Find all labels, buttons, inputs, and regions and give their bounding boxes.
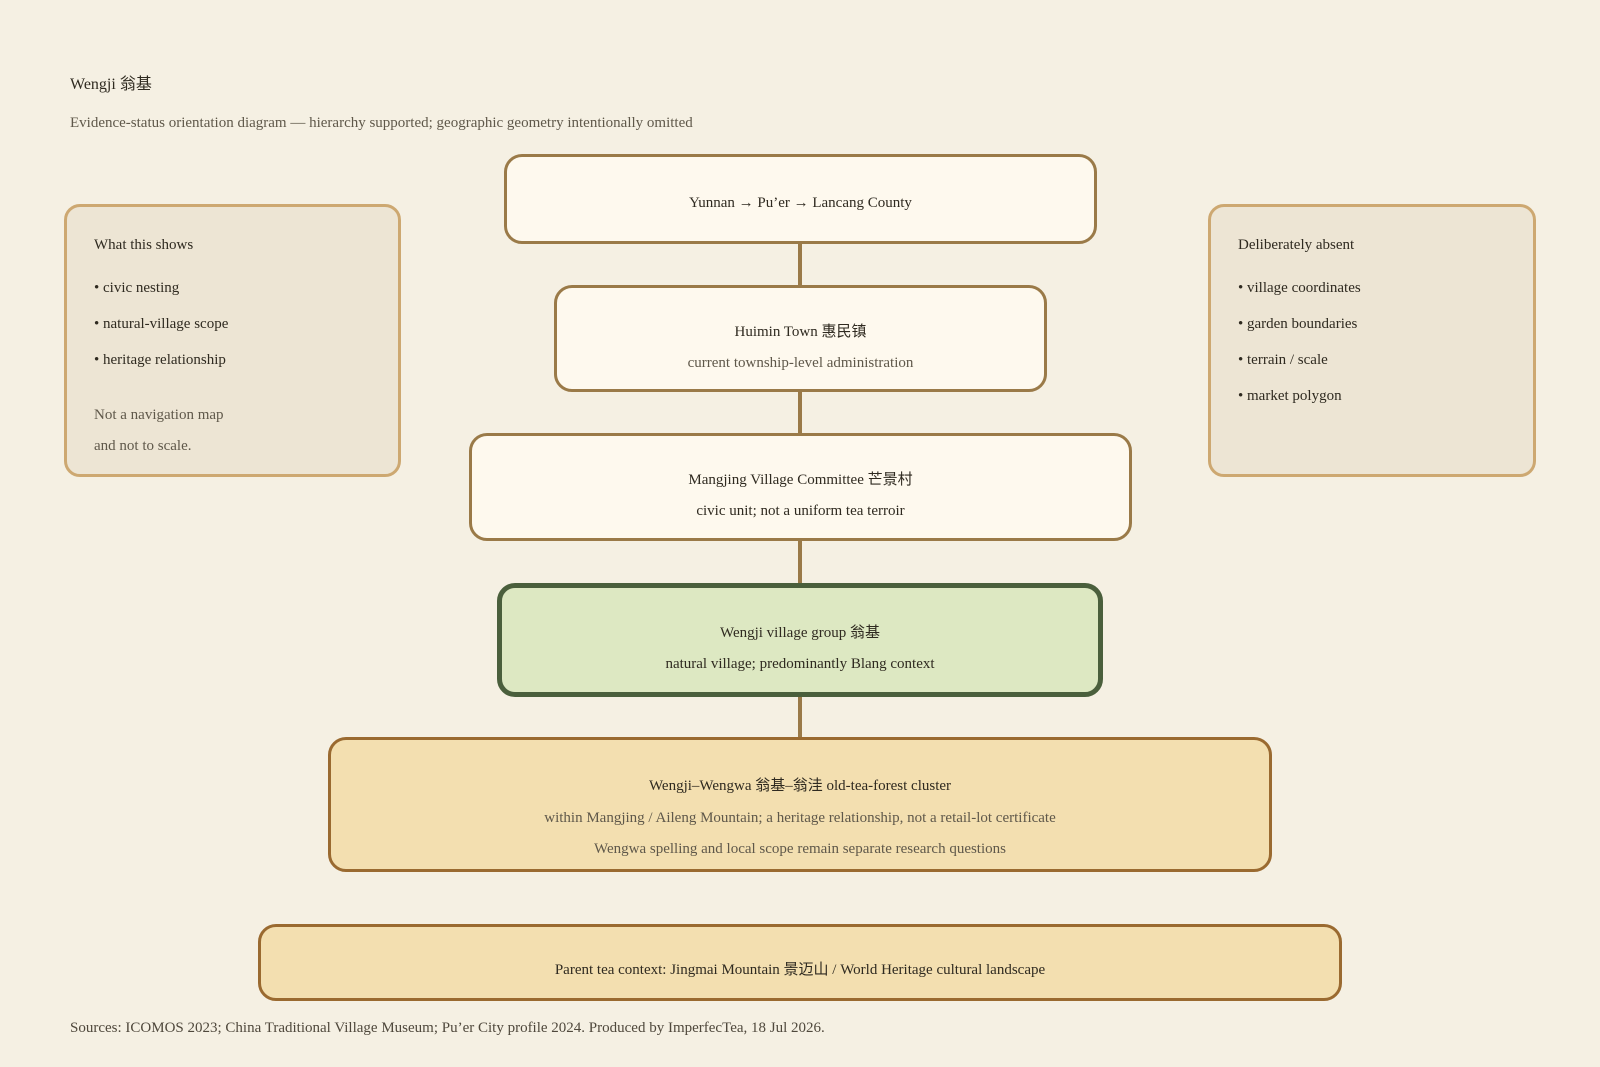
cluster-note-2: Wengwa spelling and local scope remain s… (594, 841, 1006, 857)
shows-heading: What this shows (94, 237, 194, 253)
shows-note: Not a navigation map (94, 407, 224, 423)
town-label: Huimin Town 惠民镇 (734, 324, 867, 340)
absent-item: • terrain / scale (1238, 352, 1328, 368)
shows-note: and not to scale. (94, 438, 192, 454)
committee-box: Mangjing Village Committee 芒景村 civic uni… (469, 433, 1132, 541)
committee-note: civic unit; not a uniform tea terroir (696, 503, 905, 519)
sources-footer: Sources: ICOMOS 2023; China Traditional … (70, 1020, 825, 1036)
shows-item: • natural-village scope (94, 316, 229, 332)
absent-item: • garden boundaries (1238, 316, 1358, 332)
cluster-note-1: within Mangjing / Aileng Mountain; a her… (544, 810, 1056, 826)
diagram-title: Wengji 翁基 (70, 76, 152, 93)
deliberately-absent-panel: Deliberately absent • village coordinate… (1208, 204, 1536, 477)
connector-committee-village (798, 539, 802, 585)
connector-village-cluster (798, 694, 802, 739)
village-label: Wengji village group 翁基 (719, 625, 880, 641)
town-box: Huimin Town 惠民镇 current township-level a… (554, 285, 1047, 392)
connector-province-town (798, 241, 802, 285)
absent-item: • village coordinates (1238, 280, 1361, 296)
connector-town-committee (798, 391, 802, 435)
cluster-box: Wengji–Wengwa 翁基–翁洼 old-tea-forest clust… (328, 737, 1272, 872)
absent-item: • market polygon (1238, 388, 1342, 404)
village-box: Wengji village group 翁基 natural village;… (497, 583, 1103, 697)
parent-context-label: Parent tea context: Jingmai Mountain 景迈山… (554, 962, 1046, 978)
what-this-shows-panel: What this shows • civic nesting • natura… (64, 204, 401, 477)
shows-item: • civic nesting (94, 280, 180, 296)
cluster-label: Wengji–Wengwa 翁基–翁洼 old-tea-forest clust… (648, 778, 952, 794)
absent-heading: Deliberately absent (1238, 237, 1355, 253)
town-note: current township-level administration (687, 355, 914, 371)
village-note: natural village; predominantly Blang con… (665, 656, 935, 672)
province-box: Yunnan → Pu’er → Lancang County (504, 154, 1097, 244)
diagram-subtitle: Evidence-status orientation diagram — hi… (70, 115, 693, 131)
shows-item: • heritage relationship (94, 352, 226, 368)
parent-context-box: Parent tea context: Jingmai Mountain 景迈山… (258, 924, 1342, 1001)
province-label: Yunnan → Pu’er → Lancang County (689, 195, 912, 211)
committee-label: Mangjing Village Committee 芒景村 (688, 472, 913, 488)
